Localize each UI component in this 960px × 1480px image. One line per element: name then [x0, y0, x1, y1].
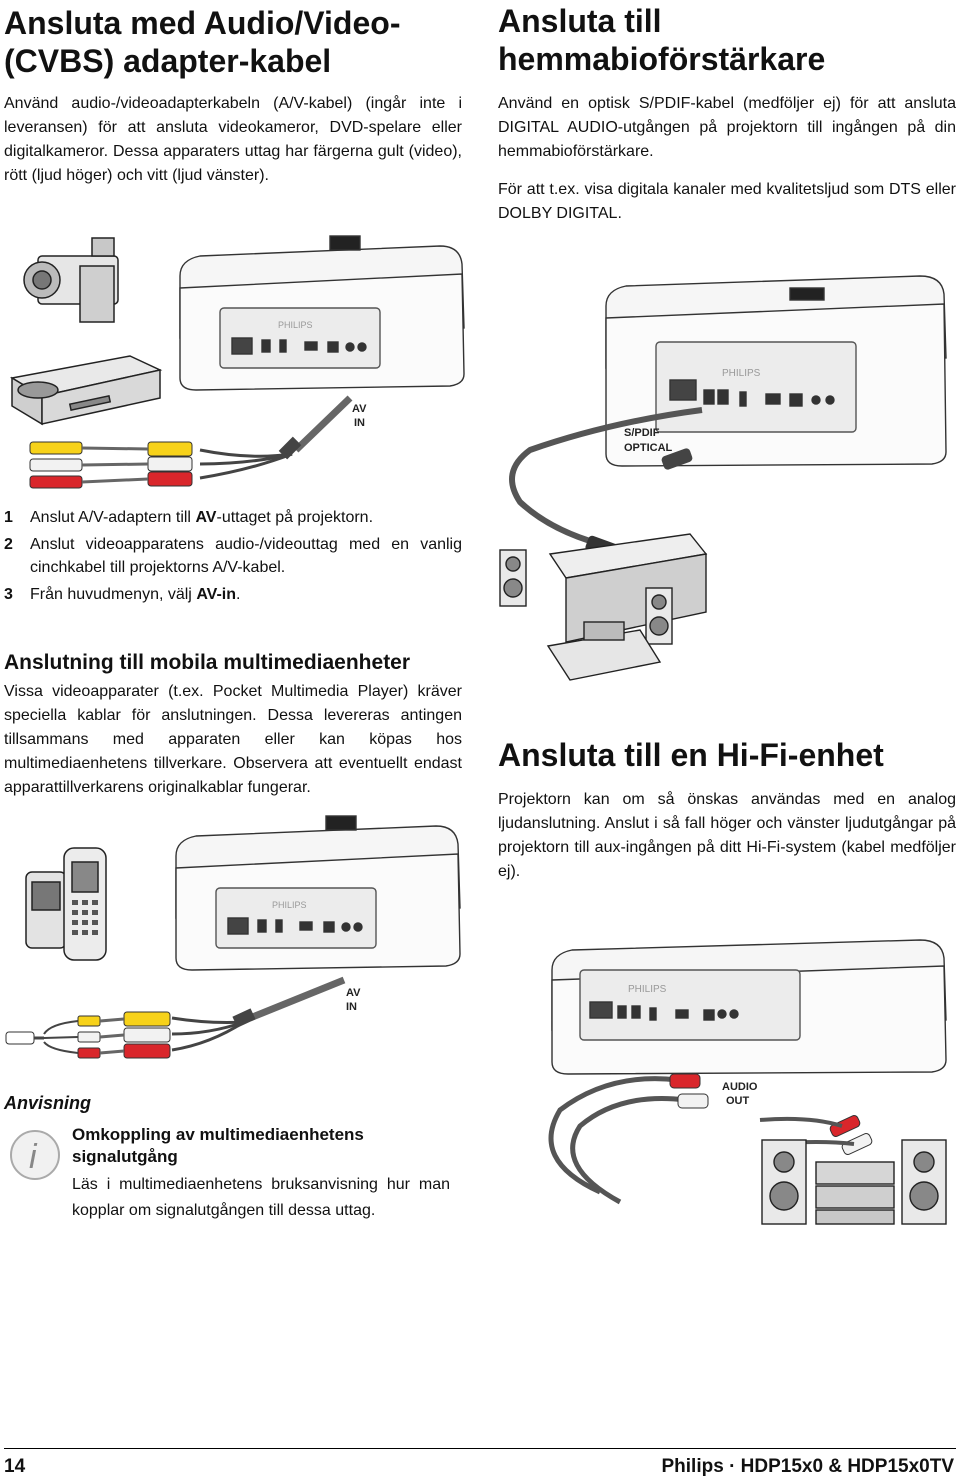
right-title-line1: Ansluta till: [498, 3, 662, 39]
right-title: Ansluta till hemmabioförstärkare: [498, 2, 958, 78]
projector-illustration: PHILIPS: [179, 235, 465, 391]
hifi-connection-figure: PHILIPS AUDIO OUT: [490, 930, 960, 1230]
left-title-line2: (CVBS) adapter-kabel: [4, 43, 332, 79]
spdif-purpose: För att t.ex. visa digitala kanaler med …: [498, 181, 956, 222]
projector-brand-label: PHILIPS: [628, 984, 667, 995]
mobile-av-cable: [5, 976, 346, 1059]
step-item: 1 Anslut A/V-adaptern till AV-uttaget på…: [4, 509, 374, 526]
mobile-devices-heading: Anslutning till mobila multimediaenheter: [4, 651, 411, 674]
av-port-label-line2: IN: [354, 417, 365, 429]
av-connection-illustration: PHILIPS AV IN: [9, 235, 465, 489]
step-item: 3 Från huvudmenyn, välj AV-in.: [4, 586, 241, 603]
hifi-connection-illustration: PHILIPS AUDIO OUT: [548, 939, 947, 1225]
footer-rule: [4, 1448, 956, 1449]
av-connection-figure: PHILIPS AV IN: [0, 228, 470, 498]
hifi-text: Projektorn kan om så önskas användas med…: [498, 791, 956, 880]
projector-illustration: PHILIPS: [175, 815, 461, 971]
spdif-connection-illustration: PHILIPS S/PDIF OPTICAL: [499, 275, 947, 681]
audio-cable: [548, 1073, 873, 1205]
connection-steps: 1 Anslut A/V-adaptern till AV-uttaget på…: [4, 506, 462, 610]
spdif-intro: Använd en optisk S/PDIF-kabel (medföljer…: [498, 95, 956, 160]
av-port-label-line2: IN: [346, 1001, 357, 1013]
camcorder-icon: [23, 237, 119, 323]
hifi-system-icon: [761, 1139, 947, 1225]
spdif-port-label-line1: S/PDIF: [624, 427, 660, 439]
product-name: Philips · HDP15x0 & HDP15x0TV: [661, 1456, 955, 1477]
dvd-player-icon: [9, 355, 163, 426]
step-item: 2 Anslut videoapparatens audio-/videoutt…: [4, 536, 462, 576]
mobile-connection-figure: PHILIPS AV IN: [0, 812, 470, 1082]
home-cinema-icon: [499, 533, 708, 681]
info-icon: i: [8, 1128, 62, 1182]
audio-port-label-line1: AUDIO: [722, 1081, 758, 1093]
note-title: Omkoppling av multimediaenhetens signalu…: [72, 1125, 364, 1166]
left-title: Ansluta med Audio/Video- (CVBS) adapter-…: [4, 4, 464, 80]
left-title-line1: Ansluta med Audio/Video-: [4, 5, 401, 41]
av-port-label-line1: AV: [352, 403, 367, 415]
projector-illustration: PHILIPS: [551, 939, 947, 1075]
av-port-label-line1: AV: [346, 987, 361, 999]
left-intro: Använd audio-/videoadapterkabeln (A/V-ka…: [4, 95, 462, 184]
right-title-line2: hemmabioförstärkare: [498, 41, 826, 77]
media-player-icon: [25, 871, 67, 949]
note-text: Läs i multimediaenhetens bruksanvisning …: [72, 1176, 450, 1219]
spdif-connection-figure: PHILIPS S/PDIF OPTICAL: [490, 262, 960, 702]
note-heading: Anvisning: [4, 1093, 92, 1113]
projector-brand-label: PHILIPS: [722, 368, 761, 379]
mobile-devices-text: Vissa videoapparater (t.ex. Pocket Multi…: [4, 683, 462, 796]
svg-text:i: i: [29, 1138, 38, 1176]
projector-brand-label: PHILIPS: [278, 320, 313, 330]
spdif-port-label-line2: OPTICAL: [624, 442, 673, 454]
projector-illustration: PHILIPS: [605, 275, 947, 467]
av-adapter-cable: [29, 395, 353, 489]
projector-brand-label: PHILIPS: [272, 900, 307, 910]
page-number: 14: [4, 1456, 26, 1477]
mobile-connection-illustration: PHILIPS AV IN: [5, 815, 461, 1059]
audio-port-label-line2: OUT: [726, 1095, 750, 1107]
mobile-phone-icon: [63, 847, 107, 961]
hifi-heading: Ansluta till en Hi-Fi-enhet: [498, 737, 884, 773]
